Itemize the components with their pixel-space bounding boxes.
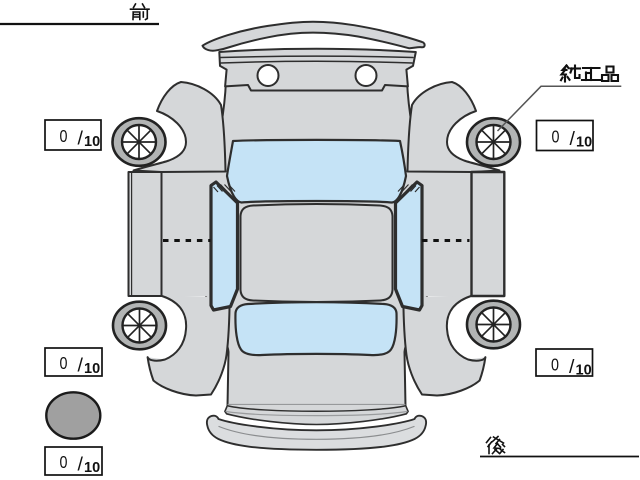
svg-text:10: 10: [84, 134, 100, 150]
svg-text:0: 0: [60, 128, 68, 147]
svg-text:/: /: [78, 128, 84, 150]
